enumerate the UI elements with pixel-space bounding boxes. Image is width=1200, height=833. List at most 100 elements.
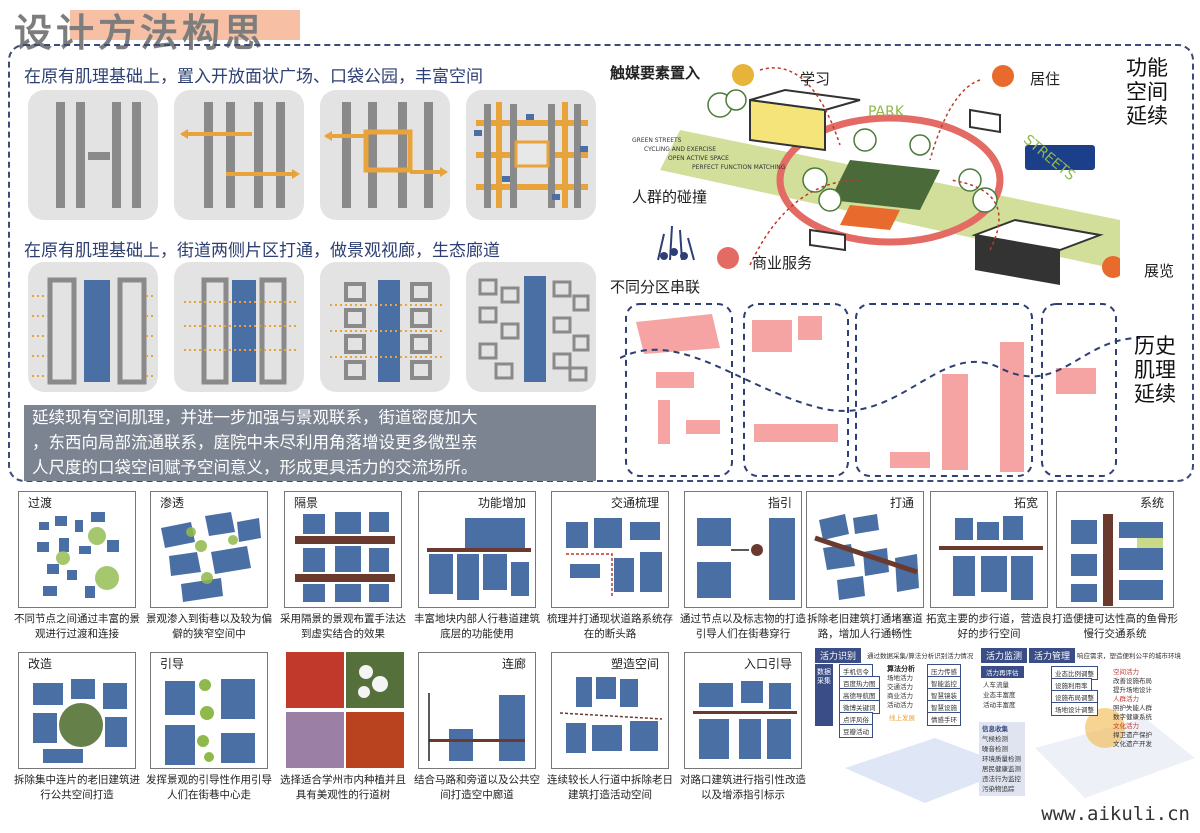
strategy-label: 改造 xyxy=(25,655,56,672)
strategy-desc: 结合马路和旁道以及公共空间打造空中廊道 xyxy=(414,774,540,801)
strategy-label: 入口引导 xyxy=(740,655,795,672)
manage-item: 业态比例调整 xyxy=(1051,666,1098,680)
function-line: 功能 xyxy=(1126,56,1168,80)
strategy-cell-skywalk: 连廊 xyxy=(418,652,536,769)
strategy-desc: 对路口建筑进行指引性改造以及增添指引标示 xyxy=(680,774,806,801)
info-head: 信息收集 xyxy=(982,725,1008,733)
data-collection-label: 数据采集 xyxy=(817,668,831,685)
tagline-line: OPEN ACTIVE SPACE xyxy=(668,155,729,162)
outcome-item: 人群活力 xyxy=(1113,695,1139,703)
english-tagline: GREEN STREETS CYCLING AND EXERCISE OPEN … xyxy=(632,136,785,172)
tree-photo-purple xyxy=(286,712,344,768)
history-line: 延续 xyxy=(1134,382,1176,406)
outcome-item: 改善设施布局 xyxy=(1113,677,1152,685)
vitality-tab-identify: 活力识别 xyxy=(815,648,862,663)
texture-tile-1c xyxy=(320,90,450,220)
tree-photo-white xyxy=(346,652,404,708)
strategy-label: 连廊 xyxy=(498,655,529,672)
info-item: 违法行为监控 xyxy=(982,775,1021,783)
strategy-label: 塑造空间 xyxy=(607,655,662,672)
outcome-item: 数字健康系统 xyxy=(1113,713,1152,721)
row1-heading: 在原有肌理基础上，置入开放面状广场、口袋公园，丰富空间 xyxy=(24,67,483,87)
outcome-item: 文化活力 xyxy=(1113,722,1139,730)
tagline-line: GREEN STREETS xyxy=(632,137,682,144)
strategy-desc: 连续较长人行道中拆除老日建筑打造活动空间 xyxy=(547,774,673,801)
strategy-cell-connect: 打通 xyxy=(806,491,924,608)
strategy-cell-screening: 隔景 xyxy=(284,491,402,608)
strategy-desc: 拆除老旧建筑打通堵塞道路，增加人行通畅性 xyxy=(807,613,923,640)
outcome-item: 文化遗产开发 xyxy=(1113,740,1152,748)
crowd-label: 人群的碰撞 xyxy=(632,188,708,206)
page-title: 设计方法构思 xyxy=(14,11,267,55)
vitality-tab1-note: 通过数据采集/算法分析识别活力情况 xyxy=(867,652,974,660)
strategy-cell-system: 系统 xyxy=(1056,491,1174,608)
strategy-cell-function-add: 功能增加 xyxy=(418,491,536,608)
top-panel-frame xyxy=(8,44,1194,482)
function-line: 空间 xyxy=(1126,80,1168,104)
info-collect-box: 信息收集 气候检测 噪音检测 环境质量检测 居民健康监测 违法行为监控 污染物追… xyxy=(979,722,1025,796)
history-line: 历史 xyxy=(1134,334,1176,358)
vitality-tab-manage: 活力管理 xyxy=(1029,648,1076,663)
algo-list: 场地活力 交通活力 商业活力 活动活力 xyxy=(887,674,913,710)
algo-item: 场地活力 xyxy=(887,674,913,682)
strategy-label: 交通梳理 xyxy=(607,494,662,511)
sensor-item: 情感手环 xyxy=(927,712,961,726)
strategy-desc: 选择适合学州市内种植并且具有美观性的行道树 xyxy=(280,774,406,801)
tree-photo-orange xyxy=(346,712,404,768)
catalyst-axonometric-diagram xyxy=(620,60,1120,290)
algo-head: 算法分析 xyxy=(887,665,915,673)
monitor-item: 活动丰富度 xyxy=(983,701,1016,709)
live-label: 居住 xyxy=(1030,70,1061,88)
strategy-cell-transition: 过渡 xyxy=(18,491,136,608)
summary-text-block: 延续现有空间肌理，并进一步加强与景观联系，街道密度加大 ，东西向局部流通联系，庭… xyxy=(24,405,596,481)
park-label: PARK xyxy=(868,104,905,120)
strategy-cell-renovate: 改造 xyxy=(18,652,136,769)
algo-item: 商业活力 xyxy=(887,692,913,700)
history-line: 肌理 xyxy=(1134,358,1176,382)
info-item: 噪音检测 xyxy=(982,745,1008,753)
outcome-item: 捍卫遗产保护 xyxy=(1113,731,1152,739)
strategy-desc: 不同节点之间通过丰富的景观进行过渡和连接 xyxy=(14,613,140,640)
tree-photo-red xyxy=(286,652,344,708)
strategy-label: 渗透 xyxy=(157,494,188,511)
summary-line: 延续现有空间肌理，并进一步加强与景观联系，街道密度加大 xyxy=(32,408,478,427)
strategy-label: 系统 xyxy=(1136,494,1167,511)
tagline-line: CYCLING AND EXERCISE xyxy=(644,146,717,153)
info-item: 污染物追踪 xyxy=(982,785,1015,793)
strategy-desc: 发挥景观的引导性作用引导人们在街巷中心走 xyxy=(146,774,272,801)
zones-label: 不同分区串联 xyxy=(610,278,701,296)
function-continuation-label: 功能 空间 延续 xyxy=(1126,56,1168,128)
monitor-list: 人车流量 业态丰富度 活动丰富度 xyxy=(983,680,1016,710)
data-item: 豆瓣活动 xyxy=(839,724,873,738)
crowd-arrows-icon xyxy=(650,212,700,266)
texture-tile-1b xyxy=(174,90,304,220)
algo-item: 交通活力 xyxy=(887,683,913,691)
info-item: 居民健康监测 xyxy=(982,765,1021,773)
strategy-cell-traffic: 交通梳理 xyxy=(551,491,669,608)
strategy-label: 打通 xyxy=(886,494,917,511)
summary-line: ，东西向局部流通联系，庭院中未尽利用角落增设更多微型亲 xyxy=(32,433,478,452)
strategy-cell-shape-space: 塑造空间 xyxy=(551,652,669,769)
strategy-desc: 拓宽主要的步行道，营造良好的步行空间 xyxy=(926,613,1052,640)
commerce-label: 商业服务 xyxy=(752,254,813,272)
tagline-line: PERFECT FUNCTION MATCHING xyxy=(692,164,786,171)
strategy-desc: 拆除集中连片的老旧建筑进行公共空间打造 xyxy=(14,774,140,801)
function-line: 延续 xyxy=(1126,104,1168,128)
manage-item: 场地设计调整 xyxy=(1051,702,1098,716)
monitor-item: 人车流量 xyxy=(983,681,1009,689)
strategy-cell-infiltration: 渗透 xyxy=(150,491,268,608)
info-item: 气候检测 xyxy=(982,735,1008,743)
strategy-desc: 采用隔景的景观布置手法达到虚实结合的效果 xyxy=(280,613,406,640)
texture-tile-1d xyxy=(466,90,596,220)
strategy-label: 过渡 xyxy=(25,494,56,511)
learn-label: 学习 xyxy=(800,70,831,88)
strategy-desc: 丰富地块内部人行巷道建筑底层的功能使用 xyxy=(414,613,540,640)
exhibition-label: 展览 xyxy=(1144,262,1175,280)
corridor-tile-2a xyxy=(28,262,158,392)
strategy-label: 指引 xyxy=(764,494,795,511)
strategy-label: 隔景 xyxy=(291,494,322,511)
catalyst-label: 触媒要素置入 xyxy=(610,64,701,82)
outcome-item: 空间活力 xyxy=(1113,668,1139,676)
watermark: www.aikuli.cn xyxy=(1041,803,1190,825)
strategy-label: 功能增加 xyxy=(474,494,529,511)
